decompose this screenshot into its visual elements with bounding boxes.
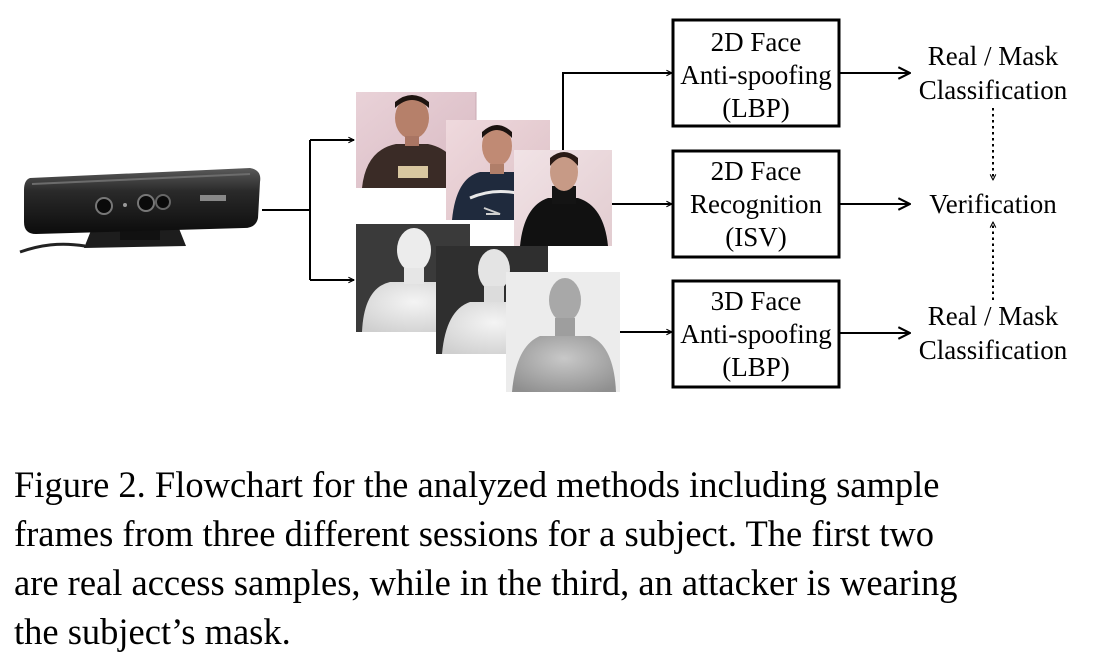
output-line: Classification	[919, 75, 1068, 105]
depth-frames	[356, 224, 620, 392]
caption-line: Figure 2. Flowchart for the analyzed met…	[14, 464, 940, 505]
box-line: 2D Face	[711, 27, 802, 57]
mask-attack-frame	[514, 150, 612, 246]
caption-line: frames from three different sessions for…	[14, 513, 935, 554]
color-frames	[356, 92, 612, 246]
output-real-mask-classification-top: Real / Mask Classification	[919, 41, 1068, 105]
box-line: Recognition	[690, 189, 822, 219]
sensor-split-arrows	[262, 140, 354, 280]
output-line: Classification	[919, 335, 1068, 365]
box-line: (LBP)	[722, 93, 790, 123]
flowchart-diagram: 2D Face Anti-spoofing (LBP) 2D Face Reco…	[19, 18, 1068, 392]
method-box-3d-anti-spoofing: 3D Face Anti-spoofing (LBP)	[671, 279, 841, 389]
output-line: Real / Mask	[928, 41, 1059, 71]
output-line: Real / Mask	[928, 301, 1059, 331]
box-line: 3D Face	[711, 286, 802, 316]
box-line: Anti-spoofing	[680, 60, 832, 90]
depth-frame-3	[506, 272, 620, 392]
kinect-sensor-icon	[19, 168, 261, 254]
box-line: (LBP)	[722, 352, 790, 382]
method-box-2d-anti-spoofing: 2D Face Anti-spoofing (LBP)	[671, 18, 841, 128]
caption-line: are real access samples, while in the th…	[14, 562, 958, 603]
figure-caption: Figure 2. Flowchart for the analyzed met…	[14, 460, 1092, 656]
caption-line: the subject’s mask.	[14, 611, 291, 652]
depth-frame-1	[356, 224, 470, 332]
method-box-2d-recognition: 2D Face Recognition (ISV)	[671, 149, 841, 259]
box-line: (ISV)	[725, 222, 787, 252]
output-line: Verification	[929, 189, 1057, 219]
box-line: 2D Face	[711, 156, 802, 186]
box-line: Anti-spoofing	[680, 319, 832, 349]
output-verification: Verification	[929, 189, 1057, 219]
boxes-to-outputs-arrows	[839, 73, 910, 333]
output-real-mask-classification-bottom: Real / Mask Classification	[919, 301, 1068, 365]
frames-to-boxes-arrows	[562, 73, 672, 332]
